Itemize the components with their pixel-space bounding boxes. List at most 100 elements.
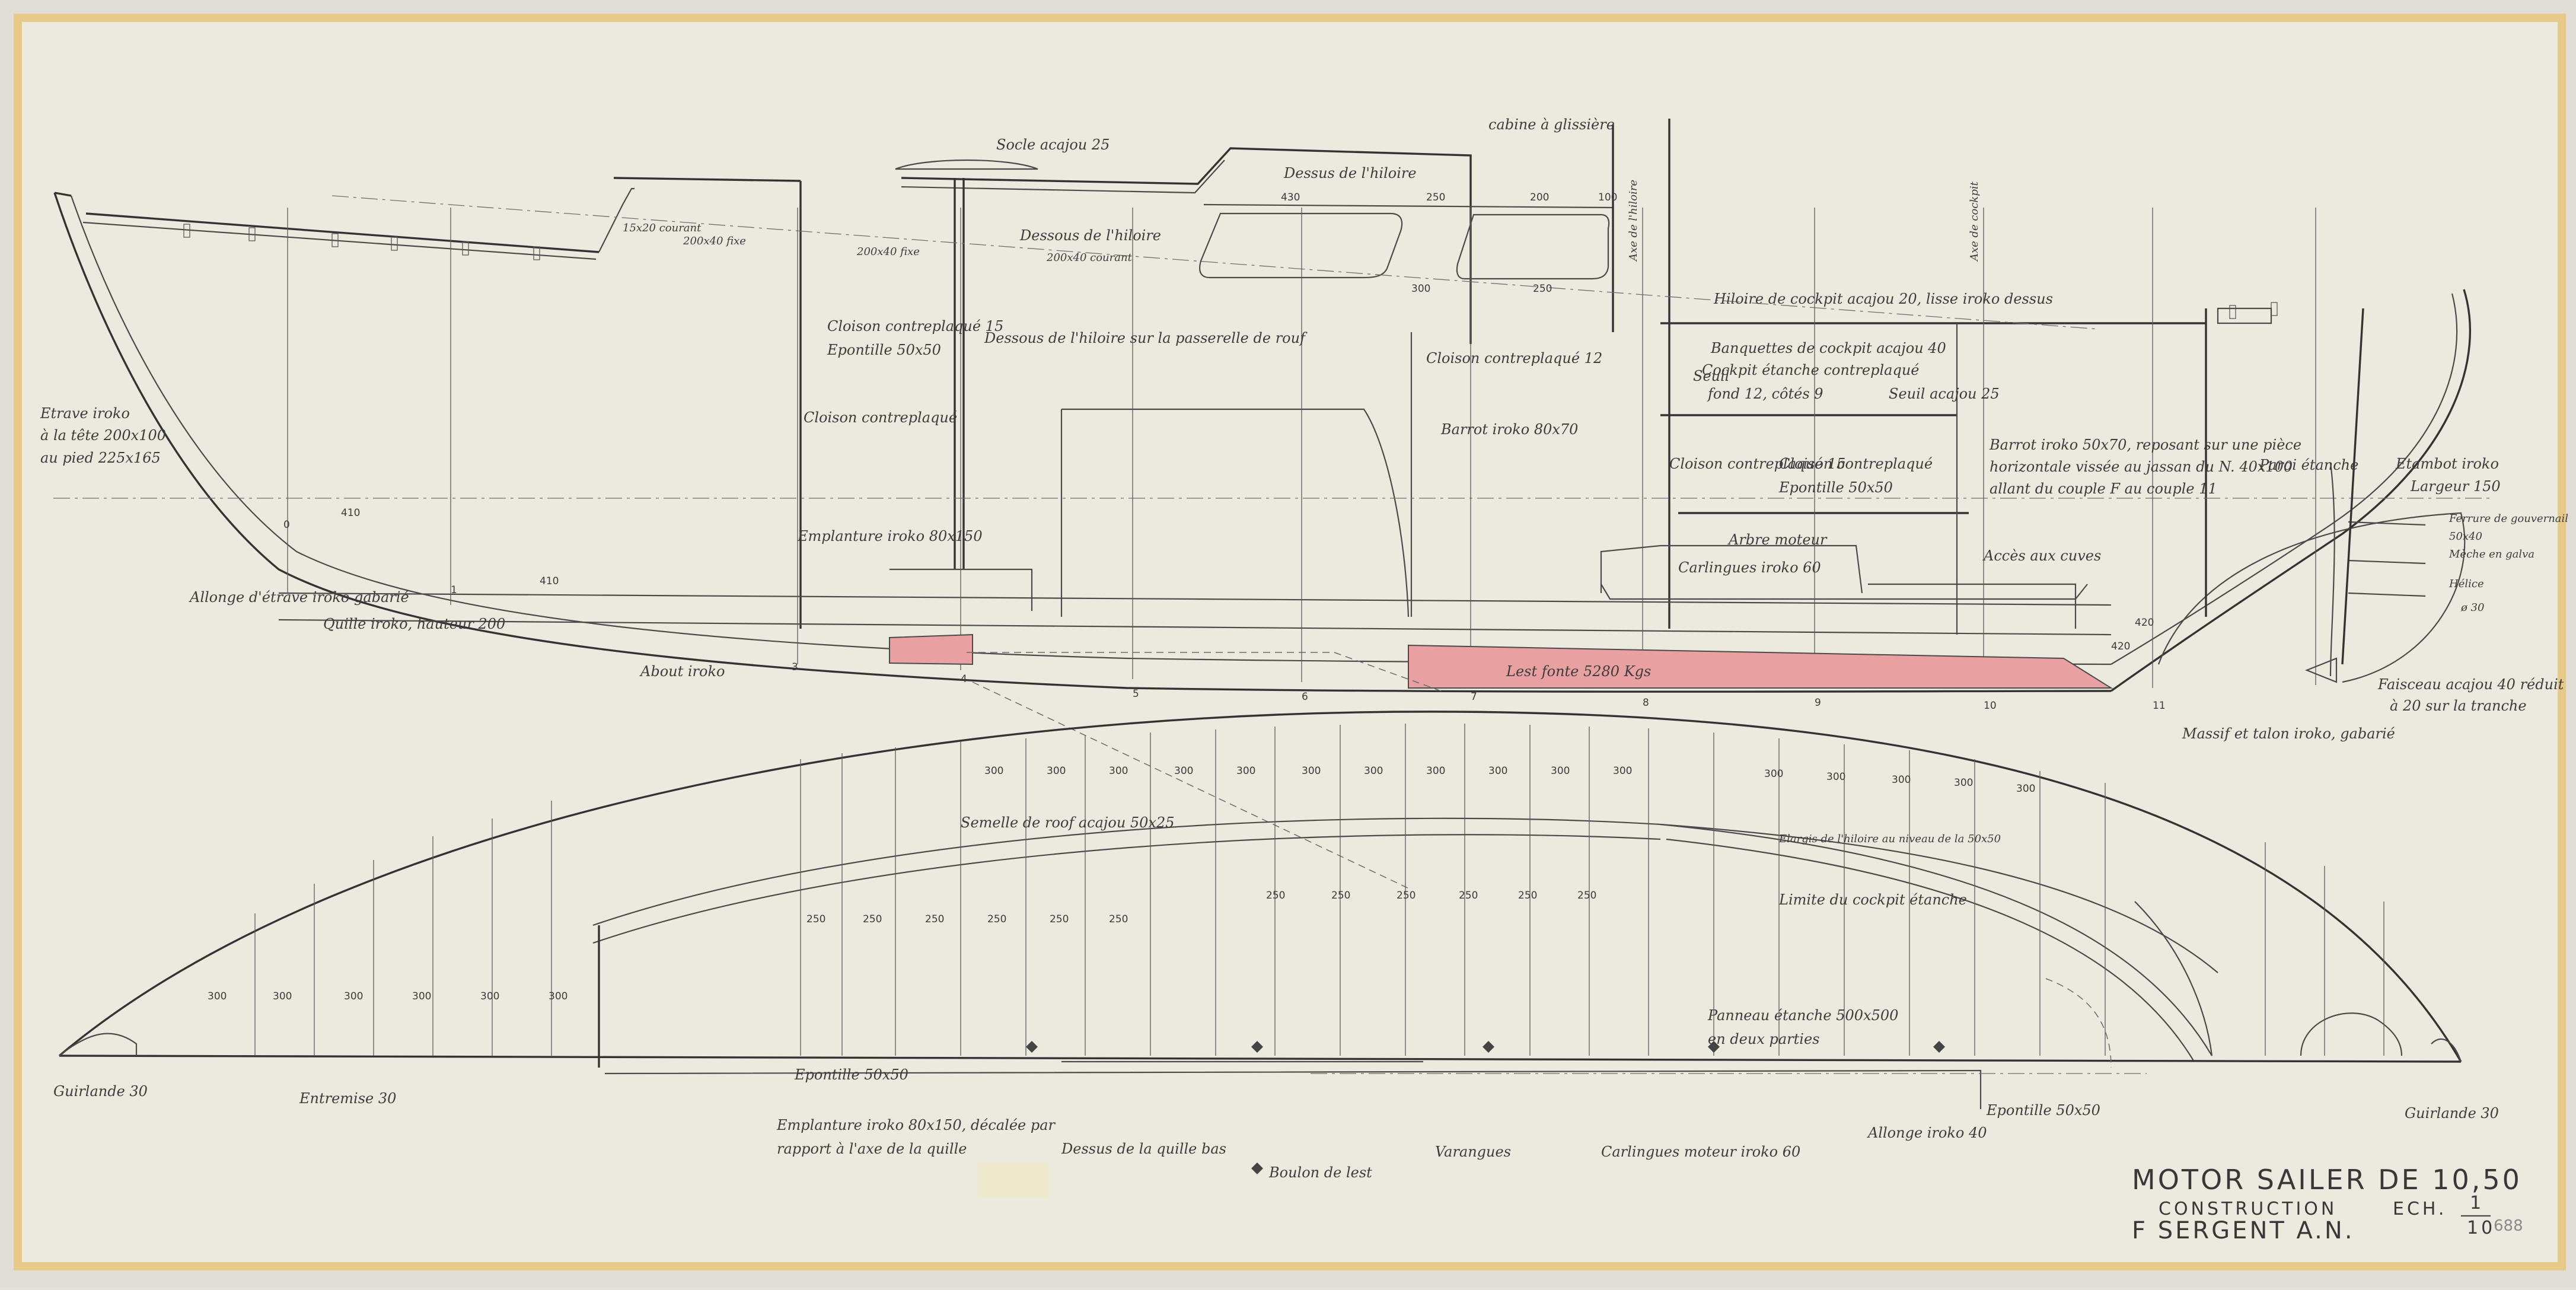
label-seuil-acajou: Seuil acajou 25 [1889,386,2000,402]
label-lest: Lest fonte 5280 Kgs [1506,663,1651,680]
label-margin-note: 15x20 courant [623,222,702,234]
label-axe-cockpit: Axe de cockpit [1968,181,1981,262]
dim-beam-12: 300 [1826,771,1845,783]
dim-beam-14: 300 [1954,777,1973,789]
label-acces: Accès aux cuves [1982,547,2101,564]
profile-view [53,119,2491,890]
dim-keel-3: 420 [2111,641,2130,652]
dim-mid-5: 250 [1109,913,1128,925]
dim-beam-5: 300 [1302,765,1321,777]
deck-plan-outline [58,711,2462,1062]
station-3: 3 [792,661,798,673]
bow-breasthook [59,1033,138,1056]
dim-mid-6: 250 [1266,890,1285,902]
label-entremise: Entremise 30 [299,1090,396,1107]
label-axe-hiloire: Axe de l'hiloire [1627,180,1640,262]
label-hiloire-cockpit: Hiloire de cockpit acajou 20, lisse irok… [1713,291,2053,307]
rudder-outline [2157,512,2466,683]
dim-beam-3: 300 [1174,765,1193,777]
ballast-keel [1408,644,2113,689]
station-4: 4 [961,673,967,685]
dim-beam-7: 300 [1426,765,1445,777]
scale-den: 10 [2467,1218,2495,1238]
dim-mid-10: 250 [1518,890,1537,902]
dim-mid-3: 250 [987,913,1006,925]
sheet-number: 688 [2494,1217,2523,1235]
label-cloison-2: Cloison contreplaqué [804,409,957,426]
dim-beam-1: 300 [1047,765,1066,777]
label-cartouche-2: 200x40 fixe [856,246,920,258]
plan-labels: Semelle de roof acajou 50x25 Elargis de … [53,814,2499,1181]
label-semelle-rouf: Semelle de roof acajou 50x25 [961,814,1175,831]
label-dessus-quille: Dessus de la quille bas [1061,1141,1226,1157]
coachroof-edge [592,817,2218,973]
dim-low-2: 300 [344,990,363,1002]
portlight-1 [1199,212,1403,279]
label-cloison-3: Cloison contreplaqué 12 [1426,350,1602,367]
dim-mid-11: 250 [1577,890,1596,902]
dim-low-4: 300 [480,990,499,1002]
stern-outer [2110,289,2471,692]
ballast-fore [889,633,973,665]
keel-outer-line [53,192,2112,693]
station-1: 1 [451,584,457,596]
label-barrot-4: allant du couple F au couple 11 [1990,480,2217,497]
dim-mid-2: 250 [925,913,944,925]
label-etrave: Etrave iroko [40,405,130,422]
dim-deck-3: 100 [1598,192,1617,203]
label-quille: Quille iroko, hauteur 200 [323,616,505,632]
label-cartouche-1: 200x40 fixe [683,235,746,247]
label-limite-cockpit: Limite du cockpit étanche [1778,891,1967,908]
station-6: 6 [1302,691,1308,703]
label-massif-talon: Massif et talon iroko, gabarié [2182,725,2395,742]
label-carlingues-plan: Carlingues moteur iroko 60 [1601,1144,1800,1160]
dim-low-1: 300 [273,990,292,1002]
station-11: 11 [2153,700,2166,712]
label-epontille-2: Epontille 50x50 [1778,479,1893,496]
dim-deck-2: 200 [1530,192,1549,203]
dim-deck-1: 250 [1426,192,1445,203]
label-cabine: cabine à glissière [1488,116,1615,133]
label-etambot: Etambot iroko [2395,456,2499,472]
label-guirlande-av: Guirlande 30 [53,1083,148,1100]
dim-beam-4: 300 [1236,765,1255,777]
keel-bolts [1026,1041,1945,1174]
dim-low-5: 300 [549,990,568,1002]
rudder-stock [2329,462,2335,677]
label-guirlande-ar: Guirlande 30 [2405,1105,2499,1122]
label-etambot-2: Largeur 150 [2410,478,2501,495]
hatch-slider [895,159,1038,170]
station-7: 7 [1471,691,1477,703]
label-fond-cote: fond 12, côtés 9 [1707,386,1823,402]
label-epontille-plan-2: Epontille 50x50 [1986,1102,2100,1119]
label-dessous-hiloire-rouf: Dessous de l'hiloire sur la passerelle d… [984,330,1308,346]
profile-labels: Etrave iroko à la tête 200x100 au pied 2… [40,116,2568,742]
foredeck-line [85,212,600,253]
dim-beam-2: 300 [1109,765,1128,777]
label-etrave-2: à la tête 200x100 [40,427,166,444]
label-cloison-1: Cloison contreplaqué 15 [827,318,1003,335]
label-cote-helice: ø 30 [2460,601,2484,614]
dim-mid-4: 250 [1050,913,1069,925]
label-faisceau-1: Faisceau acajou 40 réduit [2377,676,2564,693]
label-barrot-2: Barrot iroko 50x70, reposant sur une piè… [1989,437,2301,453]
scale-num: 1 [2470,1193,2484,1213]
label-allonge: Allonge iroko 40 [1867,1125,1987,1141]
dim-keel-1: 410 [540,575,559,587]
transom-knee [2300,1012,2403,1056]
label-epontille-1: Epontille 50x50 [827,342,941,358]
portlight-2 [1456,214,1610,280]
tape-mark [978,1162,1050,1198]
label-dessous-hiloire: Dessous de l'hiloire [1019,227,1161,244]
label-ferrure-dim: 50x40 [2449,530,2482,543]
dim-beam-9: 300 [1551,765,1570,777]
plan-centreline [59,1055,2462,1063]
title-block: MOTOR SAILER DE 10,50 CONSTRUCTION ECH. … [2132,1164,2523,1244]
label-barrot-1: Barrot iroko 80x70 [1440,421,1578,438]
plan-dims: 300 300 300 300 300 300 300 300 300 300 … [208,765,2035,1002]
station-lines [287,208,2316,688]
dim-mid-1: 250 [863,913,882,925]
label-faisceau-2: à 20 sur la tranche [2390,697,2527,714]
station-8: 8 [1643,697,1649,709]
